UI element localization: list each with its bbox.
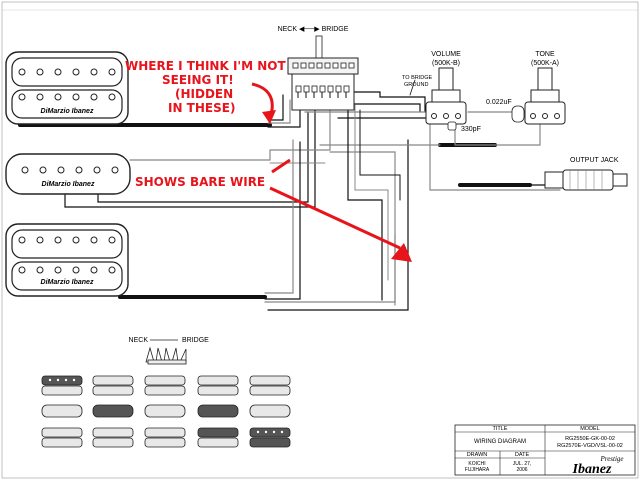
annotation-line-2: SEEING IT! [162,73,234,87]
tone-spec: (500K-A) [531,60,559,67]
annotation-line-3: (HIDDEN [175,87,233,101]
title-value: WIRING DIAGRAM [474,439,526,445]
drawn-2: FUJIHARA [465,467,490,473]
volume-spec: (500K-B) [432,60,460,67]
annotation-line-1: WHERE I THINK I'M NOT [125,59,286,73]
model-header: MODEL [580,426,600,432]
bridge-humbucker: DiMarzio Ibanez [5,223,129,297]
date-2: 2006 [516,467,527,473]
ibanez-logo: Ibanez [572,462,612,477]
annotation-arrow-bare [271,158,291,174]
date-header: DATE [515,452,530,458]
volume-pot: VOLUME (500K-B) 330pF [425,51,481,133]
model-1: RG2550E-GK-00-02 [565,436,615,442]
bridge-ground-label-1: TO BRIDGE [402,75,432,81]
selector-switch: NECK ◀──▶ BRIDGE [278,26,359,111]
middle-pickup-brand: DiMarzio Ibanez [42,181,95,188]
chart-neck-label: NECK [129,337,149,344]
date-1: JUL. 27, [513,461,532,467]
chart-bridge-label: BRIDGE [182,337,209,344]
tone-pot: TONE (500K-A) 0.022uF [486,51,566,125]
title-block: TITLE MODEL WIRING DIAGRAM RG2550E-GK-00… [454,424,636,477]
annotation-bare-wire: SHOWS BARE WIRE [135,175,265,189]
drawn-1: KOICHI [468,461,485,467]
neck-pickup-brand: DiMarzio Ibanez [41,108,94,115]
drawn-header: DRAWN [467,452,488,458]
neck-bridge-label: NECK ◀──▶ BRIDGE [278,26,349,33]
tone-label: TONE [535,51,555,58]
output-jack-label: OUTPUT JACK [570,157,619,164]
red-annotations: WHERE I THINK I'M NOT SEEING IT! (HIDDEN… [125,59,412,262]
volume-label: VOLUME [431,51,461,58]
cap-330pf-label: 330pF [461,126,481,133]
bridge-pickup-brand: DiMarzio Ibanez [41,279,94,286]
brand-script: Prestige [599,455,623,463]
title-header: TITLE [493,426,508,432]
middle-single-coil: DiMarzio Ibanez [5,153,131,195]
annotation-line-4: IN THESE) [168,101,235,115]
cap-tone-label: 0.022uF [486,99,512,106]
switch-position-chart: NECK BRIDGE [41,337,291,448]
model-2: RG2570E-VGD/VSL-00-02 [557,443,623,449]
output-jack: OUTPUT JACK [544,157,628,191]
neck-humbucker: DiMarzio Ibanez [5,51,129,125]
bridge-ground-label-2: GROUND [404,82,428,88]
